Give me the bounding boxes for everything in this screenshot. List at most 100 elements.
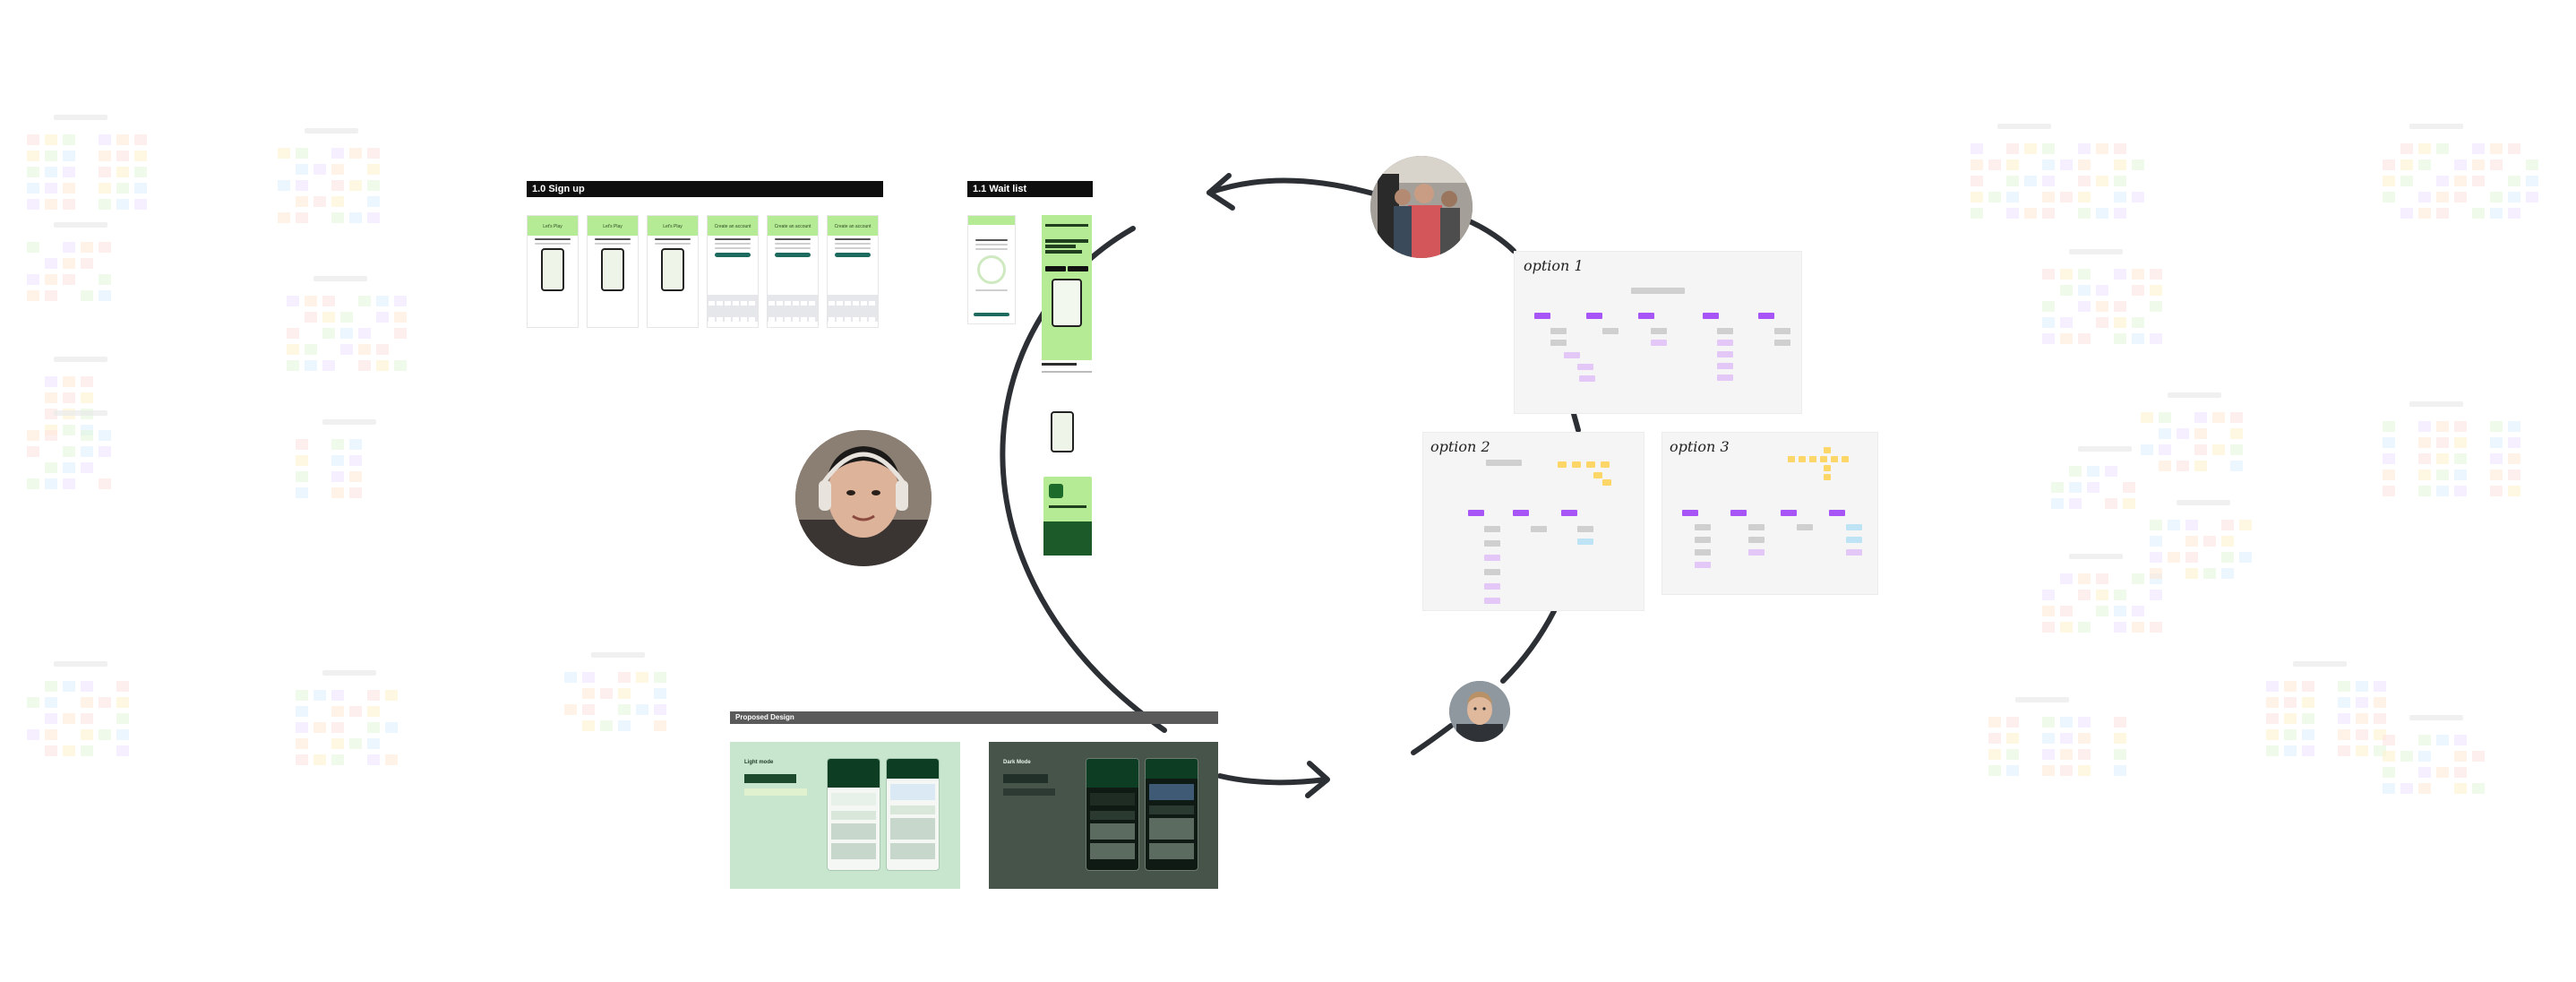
option-1-card[interactable]: option 1	[1514, 251, 1802, 414]
background-sticky	[2114, 192, 2126, 202]
background-cluster-label	[2293, 661, 2347, 667]
dark-mode-panel[interactable]: Dark Mode	[989, 742, 1218, 889]
background-sticky	[2114, 176, 2126, 186]
background-sticky	[654, 720, 666, 731]
background-sticky	[81, 462, 93, 473]
background-sticky	[99, 167, 111, 177]
background-sticky	[2418, 159, 2431, 170]
background-sticky	[2096, 606, 2108, 616]
flow-node	[1824, 465, 1831, 471]
signup-screen[interactable]: Let's Play	[647, 215, 699, 328]
background-sticky	[2096, 143, 2108, 154]
background-sticky	[2284, 681, 2297, 692]
background-sticky	[376, 296, 389, 306]
signup-screen[interactable]: Create an account	[767, 215, 819, 328]
background-sticky	[2078, 622, 2091, 633]
background-sticky	[367, 212, 380, 223]
flow-node	[1799, 456, 1806, 462]
background-sticky	[2302, 745, 2314, 756]
option-3-card[interactable]: option 3	[1662, 432, 1878, 595]
background-sticky	[45, 274, 57, 285]
background-sticky	[2418, 192, 2431, 202]
background-cluster-label	[2069, 554, 2123, 559]
background-sticky	[349, 487, 362, 498]
background-sticky	[2042, 143, 2055, 154]
background-sticky	[296, 164, 308, 175]
waitlist-screen-1[interactable]	[967, 215, 1016, 324]
background-sticky	[287, 360, 299, 371]
background-sticky	[296, 455, 308, 466]
background-sticky	[2096, 590, 2108, 600]
light-chips	[744, 788, 807, 796]
background-sticky	[2436, 192, 2449, 202]
option-2-card[interactable]: option 2	[1422, 432, 1644, 611]
background-sticky	[2078, 573, 2091, 584]
background-sticky	[2132, 573, 2144, 584]
background-sticky	[2069, 498, 2082, 509]
background-sticky	[2436, 453, 2449, 464]
light-mode-panel[interactable]: Light mode	[730, 742, 960, 889]
background-sticky	[618, 720, 631, 731]
background-sticky	[331, 487, 344, 498]
background-sticky	[2230, 428, 2243, 439]
background-sticky	[45, 681, 57, 692]
signup-screen[interactable]: Create an account	[827, 215, 879, 328]
waitlist-ready-card[interactable]	[1043, 477, 1092, 556]
background-sticky	[278, 212, 290, 223]
background-sticky	[367, 164, 380, 175]
background-sticky	[2383, 437, 2395, 448]
background-sticky	[81, 681, 93, 692]
background-sticky	[582, 720, 595, 731]
background-sticky	[2078, 285, 2091, 296]
background-sticky	[27, 199, 39, 210]
background-sticky	[2006, 159, 2019, 170]
flow-node	[1602, 328, 1619, 334]
flow-node	[1593, 472, 1602, 478]
background-sticky	[2042, 622, 2055, 633]
background-sticky	[2096, 285, 2108, 296]
background-sticky	[2374, 681, 2386, 692]
background-sticky	[1988, 192, 2001, 202]
background-sticky	[1971, 176, 1983, 186]
background-sticky	[2400, 751, 2413, 762]
background-sticky	[2168, 552, 2180, 563]
flow-node	[1695, 524, 1711, 530]
flow-node	[1586, 313, 1602, 319]
signup-screen[interactable]: Let's Play	[527, 215, 579, 328]
signup-screen[interactable]: Let's Play	[587, 215, 639, 328]
waitlist-hero-screen[interactable]	[1042, 215, 1092, 360]
background-sticky	[2526, 159, 2538, 170]
background-cluster-label	[2015, 697, 2069, 702]
background-sticky	[2383, 159, 2395, 170]
background-cluster-label	[322, 670, 376, 676]
background-sticky	[2383, 192, 2395, 202]
background-sticky	[2042, 590, 2055, 600]
flow-node	[1846, 524, 1862, 530]
flow-node	[1577, 364, 1593, 370]
background-sticky	[367, 722, 380, 733]
flow-node	[1774, 340, 1790, 346]
background-sticky	[2185, 552, 2198, 563]
background-sticky	[2526, 192, 2538, 202]
background-sticky	[2114, 765, 2126, 776]
background-sticky	[2194, 444, 2207, 455]
background-sticky	[2356, 681, 2368, 692]
background-sticky	[63, 134, 75, 145]
background-sticky	[45, 290, 57, 301]
background-cluster-label	[322, 419, 376, 425]
background-sticky	[2338, 745, 2350, 756]
flow-node	[1484, 540, 1500, 547]
background-sticky	[99, 199, 111, 210]
background-sticky	[2284, 729, 2297, 740]
background-sticky	[2042, 159, 2055, 170]
background-sticky	[2060, 622, 2073, 633]
background-sticky	[2096, 573, 2108, 584]
background-sticky	[2230, 412, 2243, 423]
background-sticky	[2508, 469, 2520, 480]
connector-mid	[1571, 411, 1581, 433]
background-sticky	[313, 722, 326, 733]
background-sticky	[2042, 208, 2055, 219]
background-sticky	[2338, 697, 2350, 708]
signup-screen[interactable]: Create an account	[707, 215, 759, 328]
flow-node	[1781, 510, 1797, 516]
